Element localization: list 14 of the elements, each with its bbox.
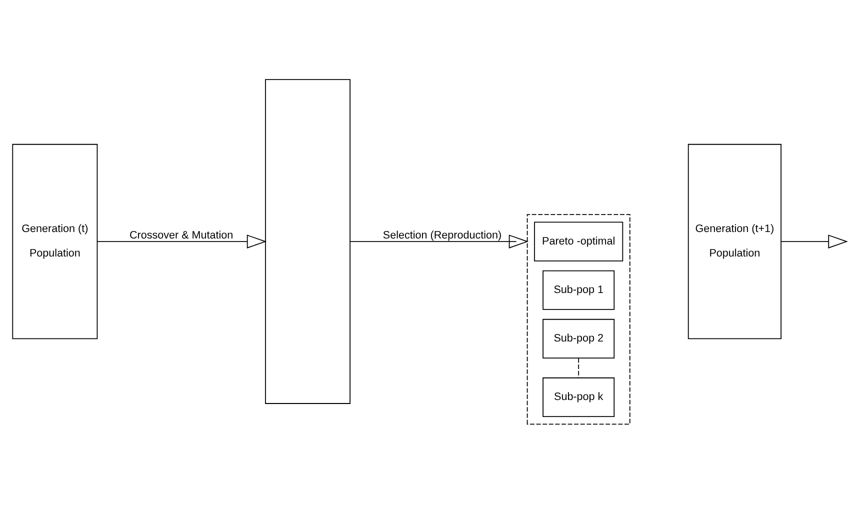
node-box <box>265 78 350 404</box>
arrow <box>350 234 529 248</box>
node-box: Sub-pop 1 <box>542 270 615 310</box>
edge-label: Selection (Reproduction) <box>382 228 502 241</box>
cluster <box>526 214 630 424</box>
node-box: Sub-pop 2 <box>542 318 615 358</box>
node-box: Sub-pop k <box>542 376 615 416</box>
connector <box>578 357 580 378</box>
node-box: Generation (t) Population <box>12 143 98 339</box>
edge-label: Crossover & Mutation <box>130 228 234 241</box>
node-box: Generation (t+1) Population <box>688 143 782 339</box>
arrow <box>780 234 848 248</box>
node-box: Pareto -optimal <box>534 221 624 261</box>
arrow <box>96 234 267 248</box>
